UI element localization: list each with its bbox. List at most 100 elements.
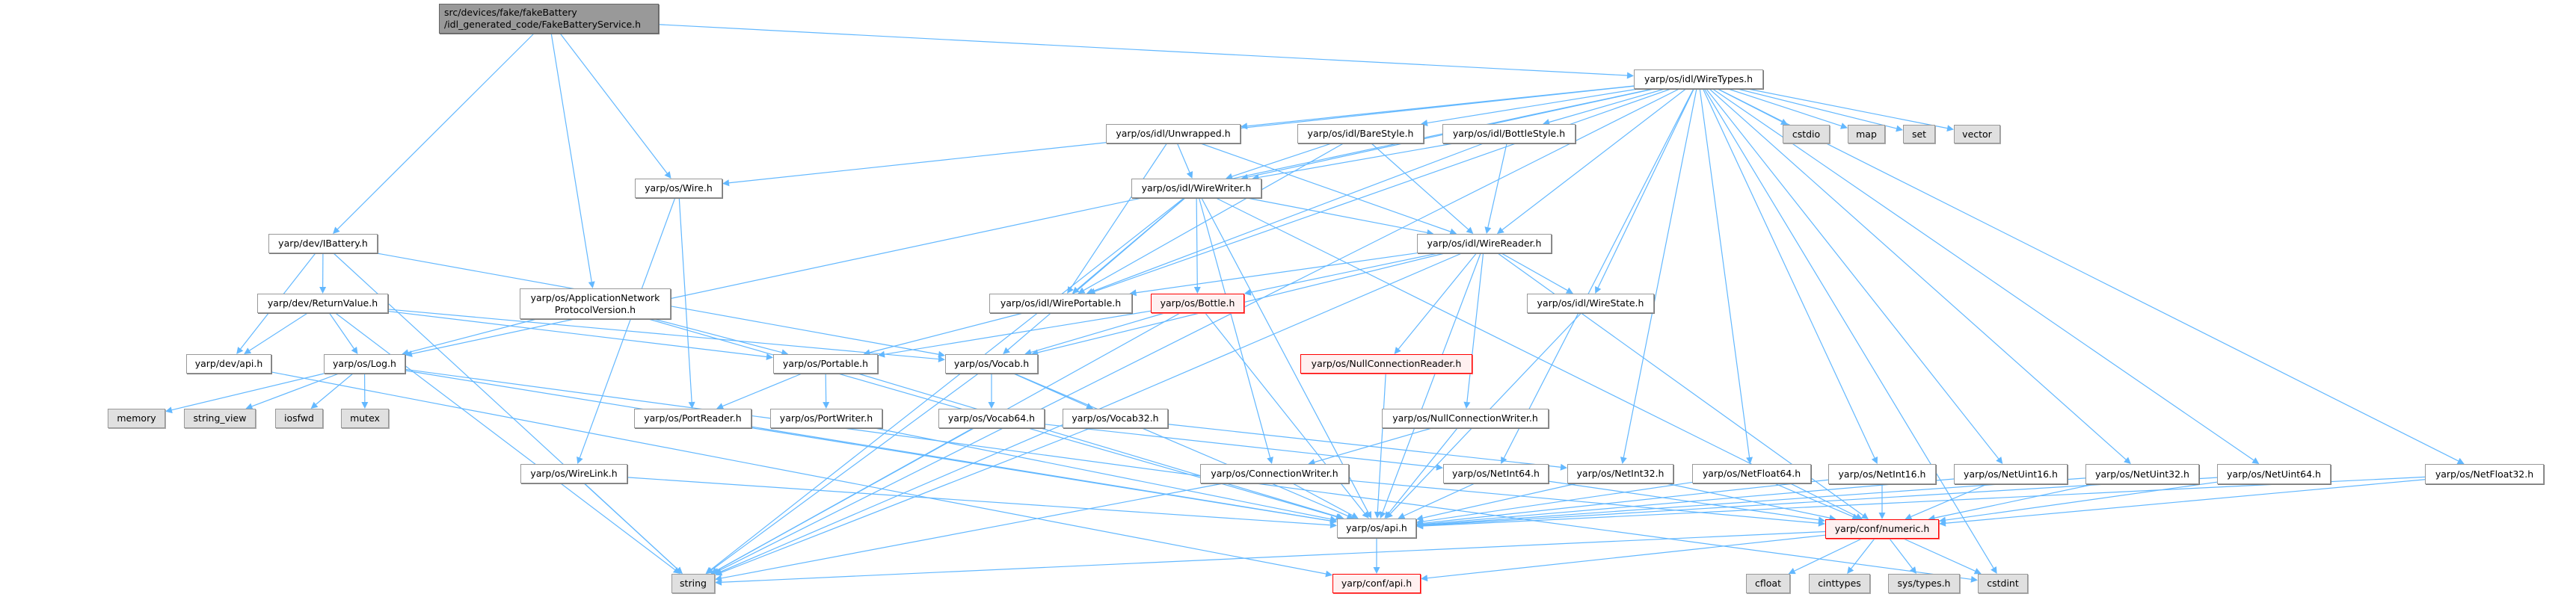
- file-node-Log[interactable]: yarp/os/Log.h: [324, 354, 405, 374]
- edge-Wire-to-PortReader: [678, 197, 695, 409]
- arrowhead-icon: [1373, 567, 1380, 574]
- file-node-devapi[interactable]: yarp/dev/api.h: [186, 354, 271, 374]
- file-node-NetFloat32[interactable]: yarp/os/NetFloat32.h: [2425, 464, 2544, 484]
- file-node-Wire[interactable]: yarp/os/Wire.h: [635, 179, 722, 198]
- arrowhead-icon: [710, 567, 719, 574]
- edge-line: [249, 312, 308, 351]
- edge-WireTypes-to-map: [1728, 88, 1848, 129]
- edge-line: [1292, 483, 1353, 516]
- arrowhead-icon: [823, 401, 830, 409]
- arrowhead-icon: [1072, 286, 1080, 294]
- file-node-WireWriter[interactable]: yarp/os/idl/WireWriter.h: [1131, 179, 1261, 198]
- edge-PortWriter-to-osapi: [874, 427, 1337, 523]
- arrowhead-icon: [1129, 289, 1137, 297]
- edge-NullConnWriter-to-ConnWriter: [1308, 427, 1432, 465]
- edge-line: [721, 483, 1223, 579]
- file-node-WireLink[interactable]: yarp/os/WireLink.h: [520, 464, 627, 483]
- file-node-PortReader[interactable]: yarp/os/PortReader.h: [634, 409, 751, 428]
- edge-root-to-Wire: [559, 33, 671, 179]
- file-node-NetInt32[interactable]: yarp/os/NetInt32.h: [1567, 464, 1673, 483]
- arrowhead-icon: [588, 281, 595, 288]
- file-node-WireTypes[interactable]: yarp/os/idl/WireTypes.h: [1634, 69, 1763, 89]
- file-node-Vocab32[interactable]: yarp/os/Vocab32.h: [1063, 409, 1168, 428]
- file-node-Unwrapped[interactable]: yarp/os/idl/Unwrapped.h: [1106, 124, 1241, 143]
- edge-NullConnWriter-to-osapi: [1384, 427, 1458, 519]
- file-node-Bottle[interactable]: yarp/os/Bottle.h: [1151, 294, 1244, 313]
- arrowhead-icon: [688, 401, 695, 409]
- file-node-ReturnValue[interactable]: yarp/dev/ReturnValue.h: [257, 294, 388, 313]
- edge-Vocab32-to-NetInt32: [1167, 424, 1567, 471]
- arrowhead-icon: [2456, 457, 2465, 464]
- edge-line: [1794, 538, 1863, 572]
- edge-numeric-to-systypes: [1889, 538, 1917, 574]
- edge-line: [1388, 427, 1458, 514]
- edge-line: [405, 368, 1972, 580]
- file-node-WirePortable[interactable]: yarp/os/idl/WirePortable.h: [989, 294, 1132, 313]
- edge-line: [1094, 88, 1671, 292]
- file-node-NullConnWriter[interactable]: yarp/os/NullConnectionWriter.h: [1382, 409, 1549, 428]
- edge-WireTypes-to-NetInt64: [1501, 88, 1694, 464]
- edge-line: [1666, 483, 1830, 519]
- arrowhead-icon: [1186, 170, 1193, 179]
- file-node-NetUint16[interactable]: yarp/os/NetUint16.h: [1954, 464, 2068, 484]
- arrowhead-icon: [1909, 566, 1917, 574]
- edge-BottleStyle-to-WireReader: [1484, 143, 1507, 234]
- arrowhead-icon: [1226, 173, 1234, 180]
- edge-line: [1404, 483, 1475, 516]
- file-node-osapi[interactable]: yarp/os/api.h: [1337, 519, 1416, 538]
- arrowhead-icon: [1325, 570, 1332, 578]
- file-node-WireReader[interactable]: yarp/os/idl/WireReader.h: [1417, 234, 1552, 253]
- file-node-BareStyle[interactable]: yarp/os/idl/BareStyle.h: [1297, 124, 1424, 143]
- arrowhead-icon: [1896, 125, 1903, 132]
- file-node-numeric[interactable]: yarp/conf/numeric.h: [1825, 519, 1939, 539]
- file-node-Portable[interactable]: yarp/os/Portable.h: [773, 354, 878, 374]
- file-node-Vocab[interactable]: yarp/os/Vocab.h: [945, 354, 1038, 374]
- edge-Unwrapped-to-WireWriter: [1176, 143, 1193, 179]
- file-node-IBattery[interactable]: yarp/dev/IBattery.h: [268, 234, 378, 253]
- file-node-NetInt16[interactable]: yarp/os/NetInt16.h: [1828, 464, 1936, 484]
- file-node-PortWriter[interactable]: yarp/os/PortWriter.h: [770, 409, 882, 428]
- edge-line: [1167, 424, 1561, 468]
- arrowhead-icon: [1946, 125, 1954, 132]
- file-node-NetUint64[interactable]: yarp/os/NetUint64.h: [2217, 464, 2331, 484]
- file-node-Vocab64[interactable]: yarp/os/Vocab64.h: [938, 409, 1045, 428]
- edge-line: [1548, 480, 1819, 521]
- edge-WireTypes-to-WireReader: [1496, 88, 1686, 234]
- arrowhead-icon: [1078, 287, 1086, 294]
- edge-Vocab-to-Vocab32: [1013, 373, 1094, 409]
- edge-line: [1945, 479, 2426, 524]
- edge-BottleStyle-to-WirePortable: [1086, 143, 1484, 295]
- file-node-map: map: [1848, 125, 1885, 143]
- edge-WireReader-to-NullConnReader: [1394, 253, 1477, 354]
- file-node-NetInt64[interactable]: yarp/os/NetInt64.h: [1443, 464, 1549, 483]
- edge-line: [1702, 88, 1875, 459]
- file-node-cstdint: cstdint: [1978, 574, 2028, 593]
- edge-line: [1728, 88, 1842, 127]
- edge-line: [1422, 479, 1829, 524]
- edge-ConnWriter-to-osapi: [1292, 483, 1359, 519]
- file-node-WireState[interactable]: yarp/os/idl/WireState.h: [1527, 294, 1654, 313]
- edge-WireTypes-to-NetFloat32: [1718, 88, 2465, 464]
- arrowhead-icon: [2251, 457, 2260, 464]
- edge-line: [335, 312, 676, 571]
- edge-BareStyle-to-WireReader: [1371, 143, 1474, 234]
- file-node-ConnWriter[interactable]: yarp/os/ConnectionWriter.h: [1200, 464, 1349, 483]
- edge-ReturnValue-to-Vocab: [387, 309, 945, 363]
- edge-AppNet-to-Portable: [654, 318, 789, 356]
- edge-BareStyle-to-WirePortable: [1078, 143, 1344, 294]
- edge-WireTypes-to-set: [1737, 88, 1903, 132]
- arrowhead-icon: [236, 347, 244, 354]
- edge-IBattery-to-ReturnValue: [319, 253, 327, 294]
- file-node-AppNet[interactable]: yarp/os/ApplicationNetwork ProtocolVersi…: [520, 288, 671, 319]
- edge-line: [1314, 427, 1432, 463]
- edge-WireTypes-to-NetUint16: [1706, 88, 2003, 464]
- edge-line: [654, 318, 782, 353]
- file-node-NetFloat64[interactable]: yarp/os/NetFloat64.h: [1692, 464, 1811, 483]
- file-node-NetUint32[interactable]: yarp/os/NetUint32.h: [2085, 464, 2199, 484]
- arrowhead-icon: [333, 226, 340, 234]
- file-node-NullConnReader[interactable]: yarp/os/NullConnectionReader.h: [1300, 354, 1472, 374]
- arrowhead-icon: [715, 578, 722, 586]
- file-node-confapi[interactable]: yarp/conf/api.h: [1332, 574, 1421, 593]
- file-node-BottleStyle[interactable]: yarp/os/idl/BottleStyle.h: [1442, 124, 1576, 143]
- edge-WireWriter-to-ConnWriter: [1198, 197, 1273, 464]
